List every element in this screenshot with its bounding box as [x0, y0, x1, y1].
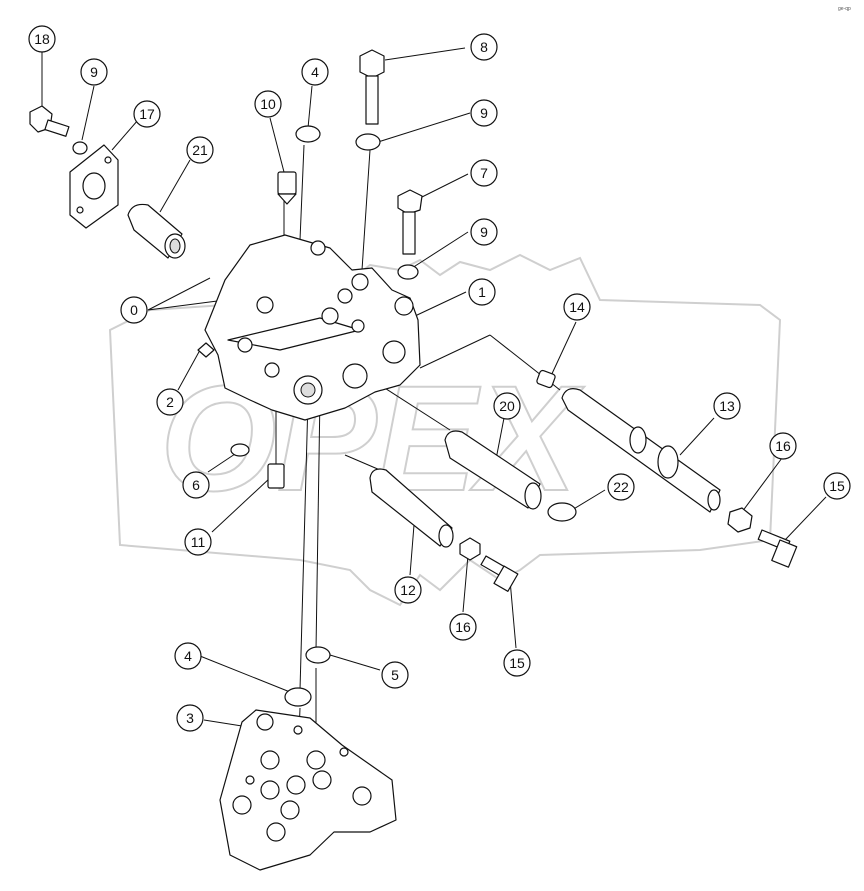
- svg-text:15: 15: [509, 655, 525, 671]
- part-16-nut-right: [727, 507, 753, 533]
- part-7-bolt: [397, 189, 423, 255]
- svg-text:16: 16: [775, 438, 791, 454]
- callout-15: 15: [503, 649, 531, 677]
- svg-text:1: 1: [478, 284, 486, 300]
- svg-text:4: 4: [311, 64, 319, 80]
- callout-16: 16: [769, 432, 797, 460]
- part-22-ring: [547, 502, 577, 522]
- svg-text:9: 9: [480, 224, 488, 240]
- part-10-plug: [277, 171, 297, 205]
- watermark-gear-outline: [108, 253, 782, 607]
- svg-text:2: 2: [166, 394, 174, 410]
- callout-9: 9: [470, 218, 498, 246]
- svg-text:9: 9: [480, 105, 488, 121]
- svg-text:7: 7: [480, 165, 488, 181]
- callout-9: 9: [80, 58, 108, 86]
- callout-1: 1: [468, 278, 496, 306]
- part-1-valve-body: [204, 234, 421, 421]
- callout-11: 11: [184, 528, 212, 556]
- callout-4: 4: [174, 642, 202, 670]
- svg-text:20: 20: [499, 398, 515, 414]
- callout-13: 13: [713, 392, 741, 420]
- svg-text:9: 9: [90, 64, 98, 80]
- callout-2: 2: [156, 388, 184, 416]
- callout-3: 3: [176, 704, 204, 732]
- part-9-washer-left: [72, 141, 88, 155]
- callout-22: 22: [607, 473, 635, 501]
- callout-18: 18: [28, 25, 56, 53]
- callout-4: 4: [301, 58, 329, 86]
- svg-text:12: 12: [400, 582, 416, 598]
- svg-text:4: 4: [184, 648, 192, 664]
- part-11-plug: [267, 463, 285, 489]
- svg-text:17: 17: [139, 106, 155, 122]
- svg-text:0: 0: [130, 302, 138, 318]
- part-20-spool: [444, 430, 542, 510]
- callout-9: 9: [470, 99, 498, 127]
- svg-text:15: 15: [829, 478, 845, 494]
- callout-21: 21: [186, 136, 214, 164]
- svg-text:16: 16: [455, 619, 471, 635]
- svg-text:10: 10: [260, 96, 276, 112]
- svg-text:14: 14: [569, 299, 585, 315]
- callout-10: 10: [254, 90, 282, 118]
- callout-12: 12: [394, 576, 422, 604]
- part-2-pin: [197, 342, 215, 358]
- part-12-spool: [369, 468, 454, 548]
- callout-8: 8: [470, 33, 498, 61]
- part-9-washer-right: [397, 264, 419, 280]
- part-13-spool: [561, 388, 721, 513]
- part-5-oring: [305, 646, 331, 664]
- svg-text:5: 5: [391, 667, 399, 683]
- part-18-bolt: [29, 105, 70, 137]
- svg-text:3: 3: [186, 710, 194, 726]
- part-9-washer-mid: [355, 133, 381, 151]
- callout-17: 17: [133, 100, 161, 128]
- svg-text:22: 22: [613, 479, 629, 495]
- callout-16: 16: [449, 613, 477, 641]
- part-14-plug: [536, 369, 556, 389]
- callout-7: 7: [470, 159, 498, 187]
- part-8-bolt: [359, 49, 385, 125]
- callout-14: 14: [563, 293, 591, 321]
- watermark: OPEX: [108, 253, 782, 607]
- svg-text:21: 21: [192, 142, 208, 158]
- callout-5: 5: [381, 661, 409, 689]
- part-4-oring-top: [295, 125, 321, 143]
- callouts: 18 9 17 21 10 4 8 9 7 9 1 0 14 2 20 13 1…: [28, 25, 851, 732]
- callout-6: 6: [182, 471, 210, 499]
- part-4-oring-bottom: [284, 687, 312, 707]
- svg-text:8: 8: [480, 39, 488, 55]
- callout-15: 15: [823, 472, 851, 500]
- part-17-gasket: [69, 144, 119, 229]
- svg-text:13: 13: [719, 398, 735, 414]
- part-6-oring: [230, 443, 250, 457]
- callout-0: 0: [120, 296, 148, 324]
- callout-20: 20: [493, 392, 521, 420]
- corner-mark: ge-qp: [838, 6, 851, 12]
- part-21-sleeve: [127, 203, 186, 259]
- svg-text:6: 6: [192, 477, 200, 493]
- part-3-plate: [219, 709, 397, 871]
- svg-text:18: 18: [34, 31, 50, 47]
- part-16-nut-mid: [459, 537, 481, 561]
- part-15-screw-right: [757, 529, 798, 568]
- svg-text:11: 11: [191, 534, 206, 550]
- part-15-screw-mid: [480, 555, 519, 592]
